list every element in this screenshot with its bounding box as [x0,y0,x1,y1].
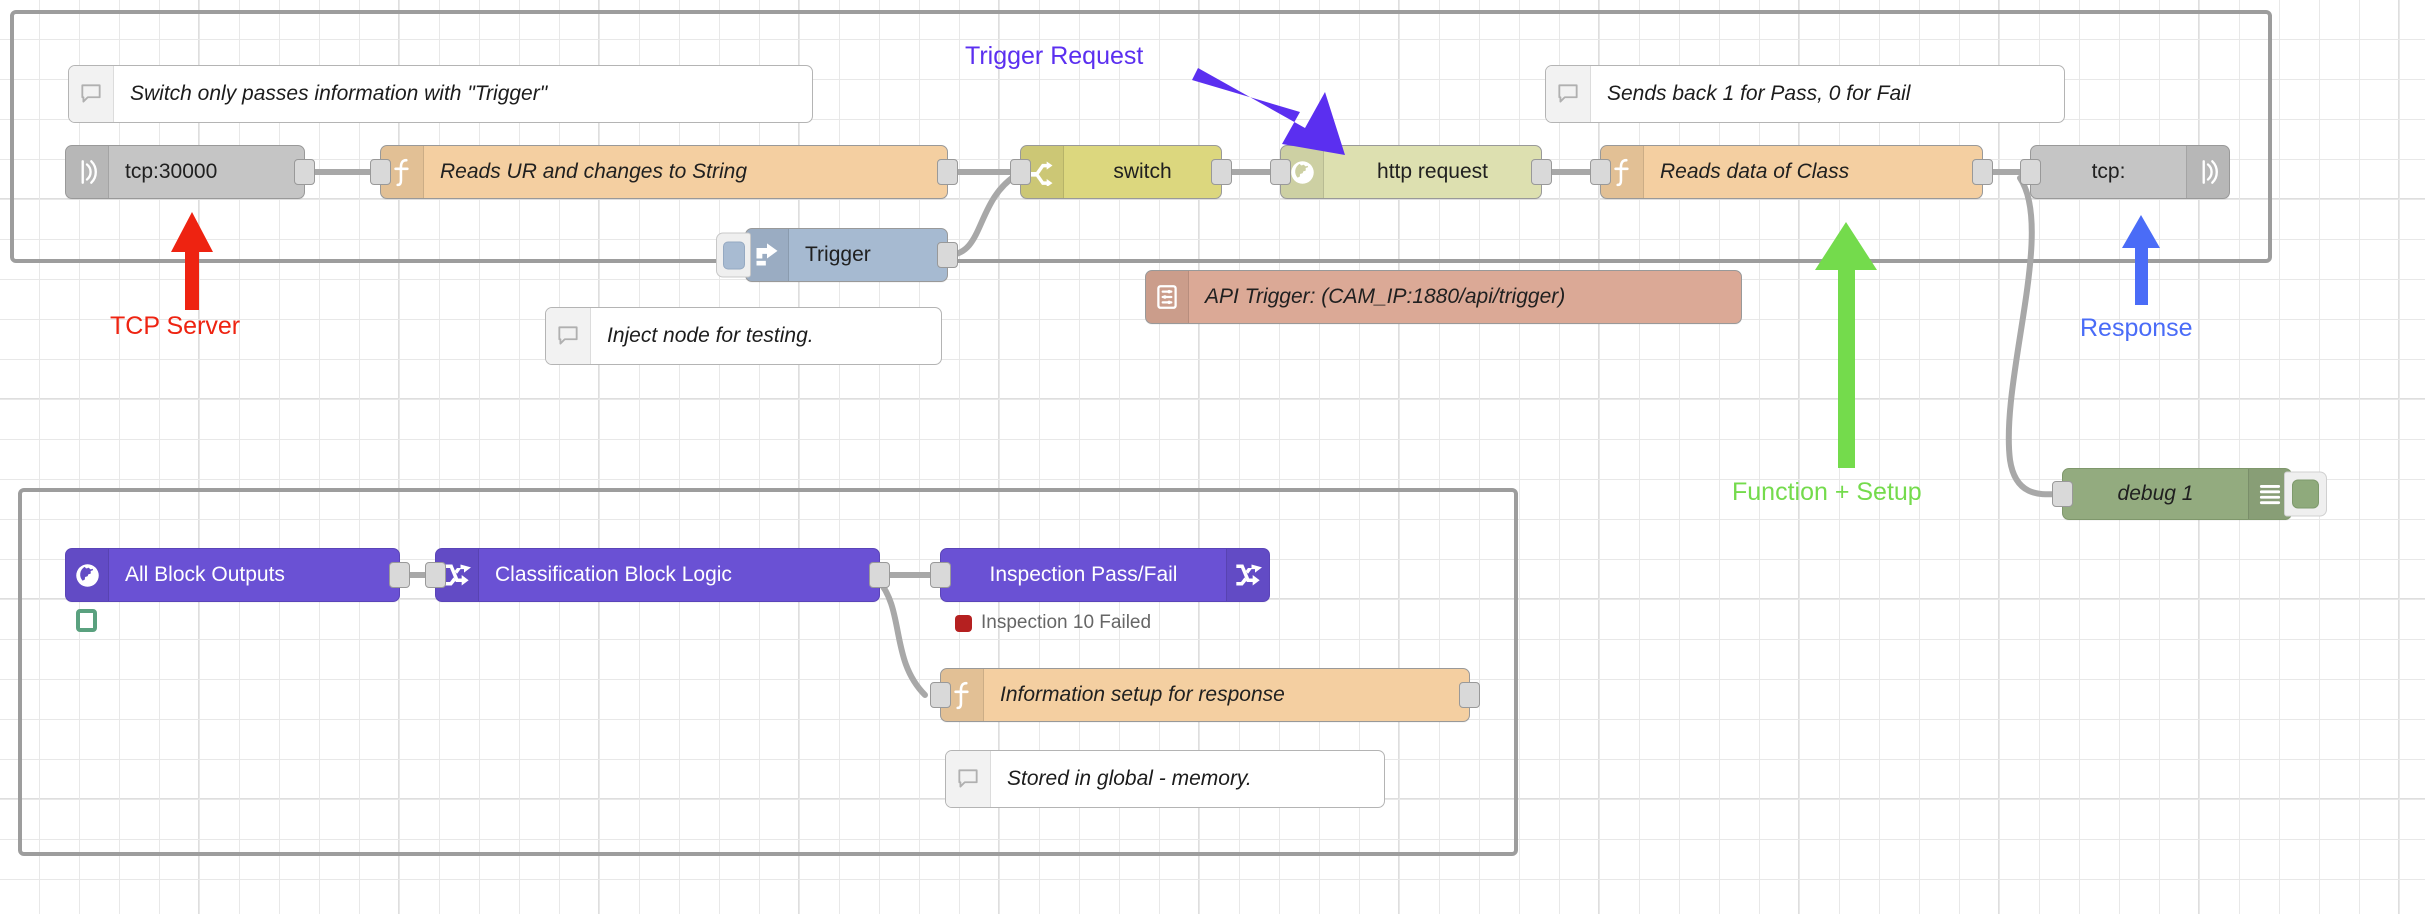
node-label: tcp: [2091,160,2126,183]
debug-toggle-button[interactable] [2284,471,2327,517]
comment-inject-test[interactable]: Inject node for testing. [545,307,942,365]
input-port[interactable] [2020,159,2041,185]
function-reads-ur-node[interactable]: Reads UR and changes to String [370,145,958,199]
node-label: Inspection Pass/Fail [989,563,1178,586]
node-label: API Trigger: (CAM_IP:1880/api/trigger) [1205,285,1566,308]
node-label: All Block Outputs [125,563,285,586]
node-label: debug 1 [2117,482,2194,505]
input-port[interactable] [370,159,391,185]
list-settings-icon [1146,271,1189,323]
comment-stored-global[interactable]: Stored in global - memory. [945,750,1385,808]
debug-toggle-inner [2292,479,2319,509]
speech-bubble-icon [1546,66,1591,122]
tcp-signal-icon [66,146,109,198]
input-port[interactable] [425,562,446,588]
comment-label: Sends back 1 for Pass, 0 for Fail [1607,82,1911,105]
lines-list-icon [2248,469,2291,519]
top-flow-group[interactable] [10,10,2272,263]
inspection-status: Inspection 10 Failed [955,612,1151,634]
http-request-node[interactable]: http request [1270,145,1552,199]
comment-switch-info[interactable]: Switch only passes information with "Tri… [68,65,813,123]
function-reads-class-node[interactable]: Reads data of Class [1590,145,1993,199]
inspection-pass-fail-node[interactable]: Inspection Pass/Fail [930,548,1270,602]
speech-bubble-icon [946,751,991,807]
output-port[interactable] [937,242,958,268]
all-block-outputs-node[interactable]: All Block Outputs [65,548,410,602]
classification-block-node[interactable]: Classification Block Logic [425,548,890,602]
inject-trigger-node[interactable]: Trigger [716,228,958,282]
output-port[interactable] [1531,159,1552,185]
annot-trigger-request: Trigger Request [965,42,1144,70]
input-port[interactable] [2052,481,2073,507]
comment-label: Stored in global - memory. [1007,767,1252,790]
comment-label: Inject node for testing. [607,324,814,347]
output-port[interactable] [389,562,410,588]
inject-button-inner [722,241,745,269]
debug-node[interactable]: debug 1 [2052,468,2327,520]
comment-label: Switch only passes information with "Tri… [130,82,548,105]
annot-tcp-server: TCP Server [110,312,241,340]
tcp-out-node[interactable]: tcp: [2020,145,2230,199]
globe-icon [66,549,109,601]
api-trigger-node[interactable]: API Trigger: (CAM_IP:1880/api/trigger) [1145,270,1742,324]
node-status-indicator [76,609,97,632]
comment-sends-back[interactable]: Sends back 1 for Pass, 0 for Fail [1545,65,2065,123]
shuffle-icon [1226,549,1269,601]
output-port[interactable] [294,159,315,185]
input-port[interactable] [930,562,951,588]
tcp-in-node[interactable]: tcp:30000 [65,145,315,199]
node-label: http request [1377,160,1488,183]
speech-bubble-icon [546,308,591,364]
inject-arrow-icon [746,229,789,281]
status-dot-icon [955,614,972,632]
output-port[interactable] [1972,159,1993,185]
tcp-signal-icon [2186,146,2229,198]
input-port[interactable] [1270,159,1291,185]
output-port[interactable] [869,562,890,588]
switch-branch-icon [1021,146,1064,198]
node-label: switch [1113,160,1172,183]
output-port[interactable] [937,159,958,185]
node-label: Classification Block Logic [495,563,732,586]
input-port[interactable] [930,682,951,708]
status-text: Inspection 10 Failed [981,612,1152,633]
node-label: Trigger [805,243,871,266]
node-label: Information setup for response [1000,683,1285,706]
node-label: Reads data of Class [1660,160,1850,183]
input-port[interactable] [1590,159,1611,185]
node-label: Reads UR and changes to String [440,160,748,183]
inject-fire-button[interactable] [716,232,751,278]
switch-node[interactable]: switch [1010,145,1232,199]
annot-function-setup: Function + Setup [1732,478,1922,506]
input-port[interactable] [1010,159,1031,185]
output-port[interactable] [1211,159,1232,185]
function-info-setup-node[interactable]: Information setup for response [930,668,1480,722]
annot-response: Response [2080,314,2193,342]
speech-bubble-icon [69,66,114,122]
node-label: tcp:30000 [125,160,218,183]
bottom-flow-group[interactable] [18,488,1518,856]
output-port[interactable] [1459,682,1480,708]
